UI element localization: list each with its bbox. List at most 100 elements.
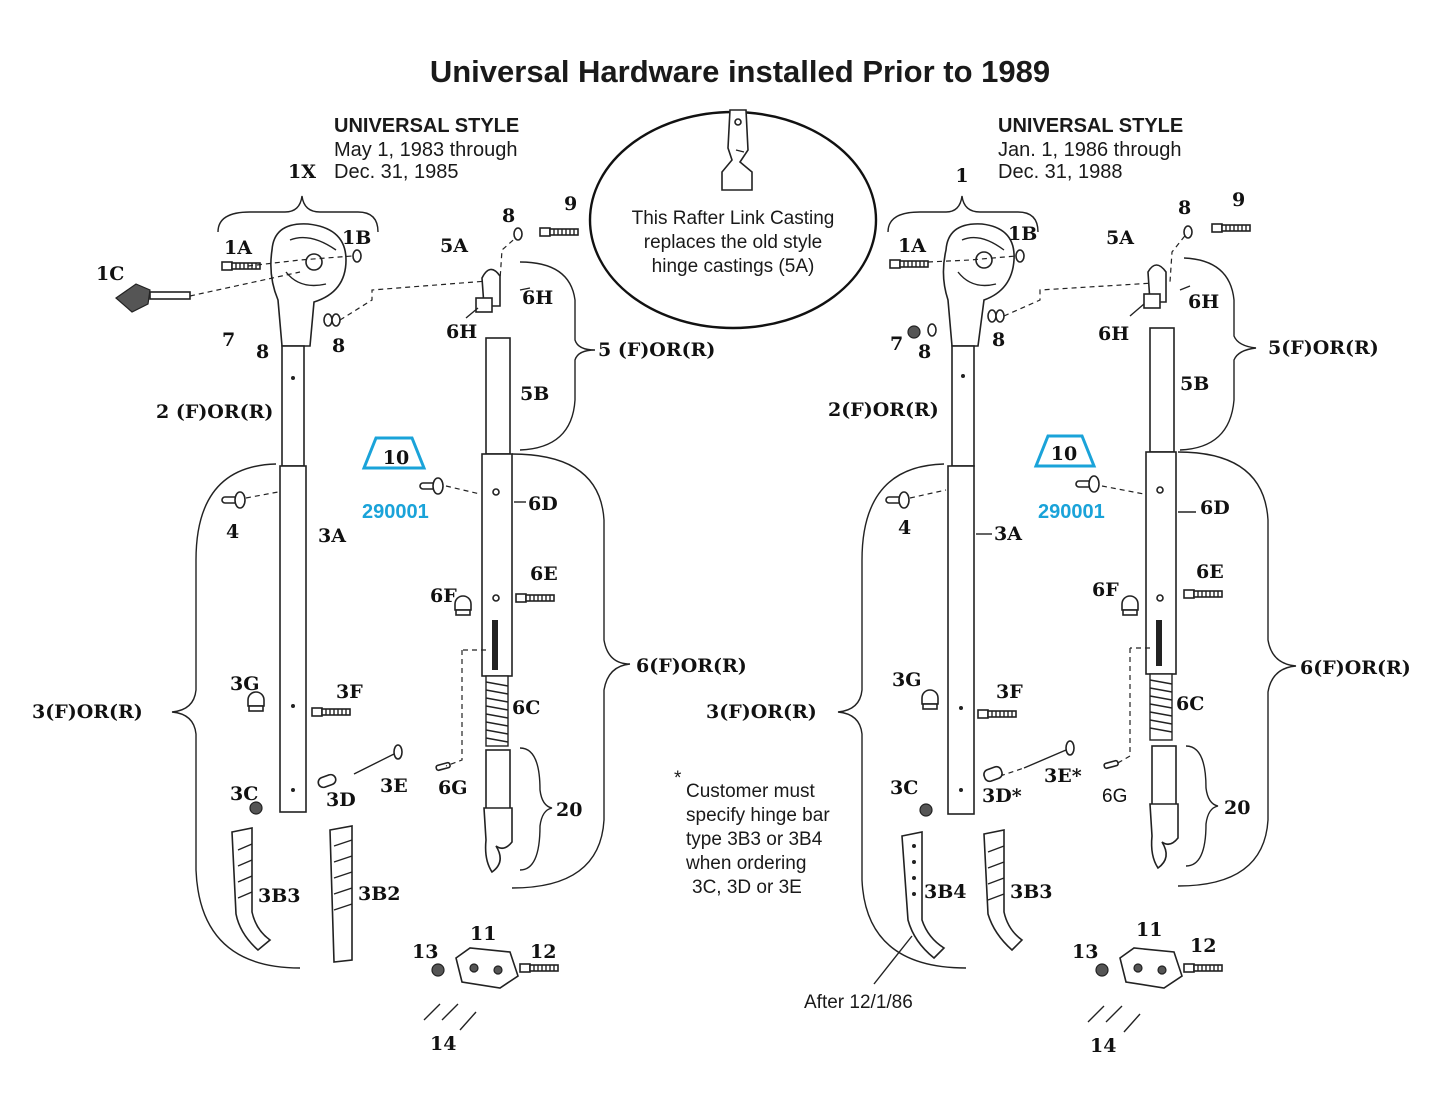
hook-20-icon xyxy=(483,749,513,874)
label-3d: 3D* xyxy=(982,785,1022,807)
tube-2-icon xyxy=(281,345,305,467)
bolt-3f-icon xyxy=(311,707,351,717)
hinge-bar-3b4-icon xyxy=(901,831,946,960)
knob-1c-icon xyxy=(115,283,191,313)
left-style-heading: UNIVERSAL STYLE xyxy=(334,115,519,137)
label-6c: 6C xyxy=(512,697,540,719)
callout-line-3: hinge castings (5A) xyxy=(652,256,815,277)
label-6h-top: 6H xyxy=(522,287,553,309)
label-5b: 5B xyxy=(1180,373,1209,395)
label-6h-bot: 6H xyxy=(446,321,477,343)
label-3f: 3F xyxy=(996,681,1023,703)
pin-4-icon xyxy=(221,491,246,509)
label-3c: 3C xyxy=(890,777,918,799)
label-5a: 5A xyxy=(1106,227,1134,249)
label-6g: 6G xyxy=(438,777,467,799)
callout-line-1: This Rafter Link Casting xyxy=(632,208,835,229)
pin-6g-icon xyxy=(435,761,451,772)
sleeve-3d-icon xyxy=(983,765,1003,783)
label-6d: 6D xyxy=(528,493,558,515)
label-3b4: 3B4 xyxy=(924,881,967,903)
label-6e: 6E xyxy=(1196,561,1224,583)
washer-8d-icon xyxy=(1183,225,1193,239)
part-10-highlight: 10 290001 xyxy=(361,436,429,523)
label-1c: 1C xyxy=(96,263,124,285)
left-date-line-2: Dec. 31, 1985 xyxy=(334,161,459,183)
washer-8-icon xyxy=(323,313,333,327)
bolt-12-icon xyxy=(1183,963,1223,973)
label-6e: 6E xyxy=(530,563,558,585)
nut-13-icon xyxy=(431,963,445,977)
label-3b3: 3B3 xyxy=(1010,881,1053,903)
bolt-3f-icon xyxy=(977,709,1017,719)
customer-note: * Customer must specify hinge bar type 3… xyxy=(674,768,830,898)
label-3: 3(F)OR(R) xyxy=(32,701,143,723)
label-2: 2 (F)OR(R) xyxy=(156,401,273,423)
hub-casting-icon xyxy=(942,223,1015,347)
label-12: 12 xyxy=(1190,935,1216,957)
bolt-6e-icon xyxy=(515,593,555,603)
cap-6f-icon xyxy=(1121,595,1139,616)
label-3g: 3G xyxy=(230,673,259,695)
nut-3c-icon xyxy=(919,803,933,817)
bolt-9-icon xyxy=(1211,223,1251,233)
nut-13-icon xyxy=(1095,963,1109,977)
label-5a: 5A xyxy=(440,235,468,257)
right-date-line-2: Dec. 31, 1988 xyxy=(998,161,1123,183)
label-8c: 8 xyxy=(1178,197,1191,219)
washer-1b-icon xyxy=(1015,249,1025,263)
tube-5b-icon xyxy=(1149,327,1175,453)
bolt-1a-icon xyxy=(889,259,929,269)
label-3b2: 3B2 xyxy=(358,883,401,905)
label-9: 9 xyxy=(564,193,577,215)
label-6: 6(F)OR(R) xyxy=(1300,657,1411,679)
label-3e: 3E* xyxy=(1044,765,1082,787)
label-14: 14 xyxy=(1090,1035,1116,1057)
part-number-290001: 290001 xyxy=(1038,501,1105,523)
pin-10-icon xyxy=(1075,475,1100,493)
cap-3g-icon xyxy=(921,689,939,710)
bolt-3e-icon xyxy=(1023,740,1075,769)
screws-14-icon xyxy=(1087,1005,1141,1033)
label-3c: 3C xyxy=(230,783,258,805)
rafter-link-casting-icon xyxy=(721,109,753,191)
label-6c: 6C xyxy=(1176,693,1204,715)
page-title: Universal Hardware installed Prior to 19… xyxy=(430,54,1050,89)
right-date-line-1: Jan. 1, 1986 through xyxy=(998,139,1181,161)
label-8b: 8 xyxy=(332,335,345,357)
label-3b3: 3B3 xyxy=(258,885,301,907)
hinge-casting-5a-icon xyxy=(475,268,501,313)
label-11: 11 xyxy=(1136,919,1162,941)
tube-3a-icon xyxy=(279,465,307,813)
label-8a: 8 xyxy=(918,341,931,363)
label-6f: 6F xyxy=(1092,579,1119,601)
label-1b: 1B xyxy=(1008,223,1037,245)
label-4: 4 xyxy=(898,517,911,539)
label-2: 2(F)OR(R) xyxy=(828,399,939,421)
label-1a: 1A xyxy=(224,237,252,259)
note-line-5: 3C, 3D or 3E xyxy=(692,877,802,898)
bolt-12-icon xyxy=(519,963,559,973)
bolt-9-icon xyxy=(539,227,579,237)
label-11: 11 xyxy=(470,923,496,945)
label-3a: 3A xyxy=(318,525,346,547)
label-6g: 6G xyxy=(1102,786,1127,807)
label-10: 10 xyxy=(383,447,409,469)
tube-3a-icon xyxy=(947,465,975,815)
bracket-11-icon xyxy=(1119,947,1183,989)
note-line-1: Customer must xyxy=(686,781,816,802)
label-12: 12 xyxy=(530,941,556,963)
label-3: 3(F)OR(R) xyxy=(706,701,817,723)
bolt-6e-icon xyxy=(1183,589,1223,599)
label-6h-top: 6H xyxy=(1188,291,1219,313)
label-6h-bot: 6H xyxy=(1098,323,1129,345)
label-1b: 1B xyxy=(342,227,371,249)
part-number-290001: 290001 xyxy=(362,501,429,523)
note-line-4: when ordering xyxy=(685,853,806,874)
washer-8-icon xyxy=(927,323,937,337)
label-4: 4 xyxy=(226,521,239,543)
tube-5b-icon xyxy=(485,337,511,455)
nut-7-icon xyxy=(907,325,921,339)
hook-20-icon xyxy=(1149,745,1179,870)
label-20: 20 xyxy=(1224,797,1250,819)
